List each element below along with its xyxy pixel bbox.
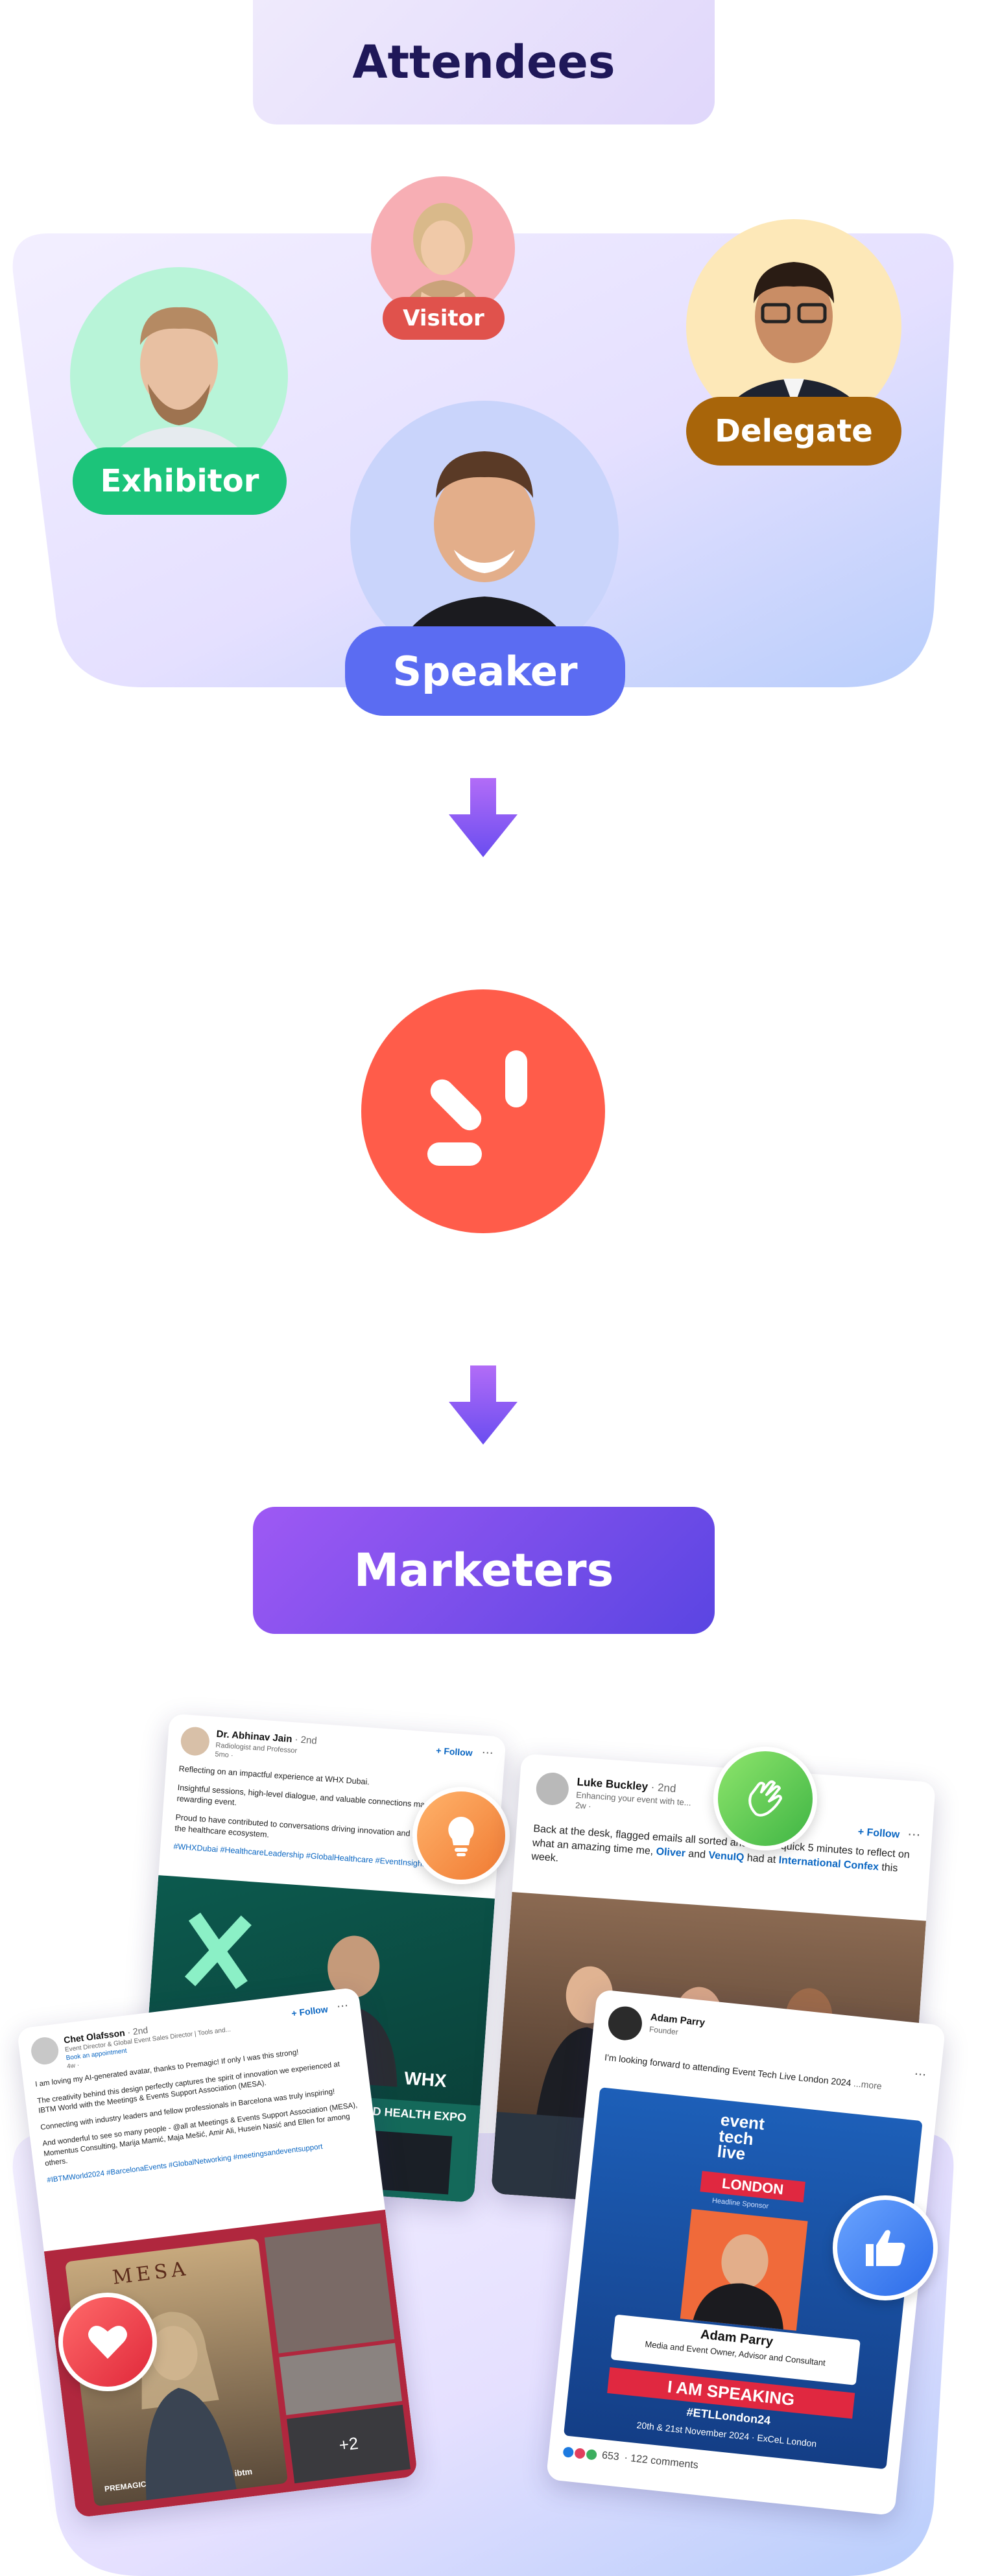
thumbs-up-icon bbox=[833, 2195, 938, 2300]
more-options-icon[interactable]: ⋯ bbox=[907, 1827, 921, 1843]
marketers-title: Marketers bbox=[353, 1544, 614, 1597]
see-more-link[interactable]: ...more bbox=[853, 2077, 883, 2092]
visitor-label: Visitor bbox=[383, 297, 505, 340]
delegate-label: Delegate bbox=[686, 397, 901, 466]
post-role: Founder bbox=[649, 2024, 679, 2037]
linkedin-post-mesa[interactable]: Chet Olafsson · 2nd Event Director & Glo… bbox=[16, 1987, 418, 2518]
event-tech-live-logo: event tech live bbox=[716, 2109, 766, 2164]
comment-count: · 122 comments bbox=[623, 2452, 699, 2472]
mention-link[interactable]: VenuIQ bbox=[708, 1849, 745, 1863]
post-text: I'm looking forward to attending Event T… bbox=[604, 2051, 852, 2088]
arrow-down-icon bbox=[449, 778, 518, 857]
post-degree: · 2nd bbox=[294, 1734, 318, 1747]
more-options-icon[interactable]: ⋯ bbox=[335, 1998, 350, 2013]
post-image: MESA PREMAGIC ibtm +2 bbox=[43, 2209, 418, 2518]
more-photos-count[interactable]: +2 bbox=[337, 2433, 360, 2455]
more-options-icon[interactable]: ... bbox=[914, 2061, 928, 2079]
reactions-bar[interactable]: 653 · 122 comments bbox=[562, 2446, 699, 2472]
speaker-label: Speaker bbox=[345, 626, 625, 716]
follow-button[interactable]: + Follow bbox=[435, 1745, 473, 1758]
heart-icon bbox=[58, 2293, 157, 2391]
avatar bbox=[29, 2035, 60, 2066]
avatar bbox=[535, 1771, 570, 1806]
post-time: 2w · bbox=[575, 1800, 592, 1812]
arrow-down-icon bbox=[449, 1365, 518, 1445]
marketers-title-pill: Marketers bbox=[253, 1507, 715, 1634]
more-options-icon[interactable]: ⋯ bbox=[481, 1745, 494, 1760]
reaction-count: 653 bbox=[601, 2450, 620, 2463]
attendees-title-pill: Attendees bbox=[253, 0, 715, 124]
post-text: and bbox=[687, 1848, 706, 1861]
banner-text-1: WHX bbox=[403, 2068, 447, 2091]
post-time: 4w · bbox=[66, 2061, 80, 2071]
avatar bbox=[180, 1726, 211, 1757]
post-degree: · 2nd bbox=[126, 2024, 149, 2038]
avatar bbox=[606, 2005, 644, 2042]
reaction-icons bbox=[562, 2446, 597, 2461]
post-time: 5mo · bbox=[215, 1750, 233, 1760]
premagic-logo-icon bbox=[361, 989, 605, 1233]
post-image: event tech live LONDON Headline Sponsor … bbox=[563, 2087, 923, 2470]
clapping-hands-icon bbox=[713, 1747, 817, 1850]
post-text: had at bbox=[746, 1852, 776, 1865]
attendees-title: Attendees bbox=[352, 36, 615, 89]
follow-button[interactable]: + Follow bbox=[291, 2003, 329, 2019]
linkedin-post-event-tech-live[interactable]: Adam Parry Founder ... I'm looking forwa… bbox=[545, 1989, 946, 2516]
mention-link[interactable]: Oliver bbox=[656, 1845, 686, 1860]
sponsor-text: Headline Sponsor bbox=[711, 2197, 769, 2211]
lightbulb-icon bbox=[412, 1787, 510, 1884]
post-degree: · 2nd bbox=[650, 1780, 677, 1795]
exhibitor-label: Exhibitor bbox=[73, 447, 287, 515]
follow-button[interactable]: + Follow bbox=[857, 1826, 900, 1841]
